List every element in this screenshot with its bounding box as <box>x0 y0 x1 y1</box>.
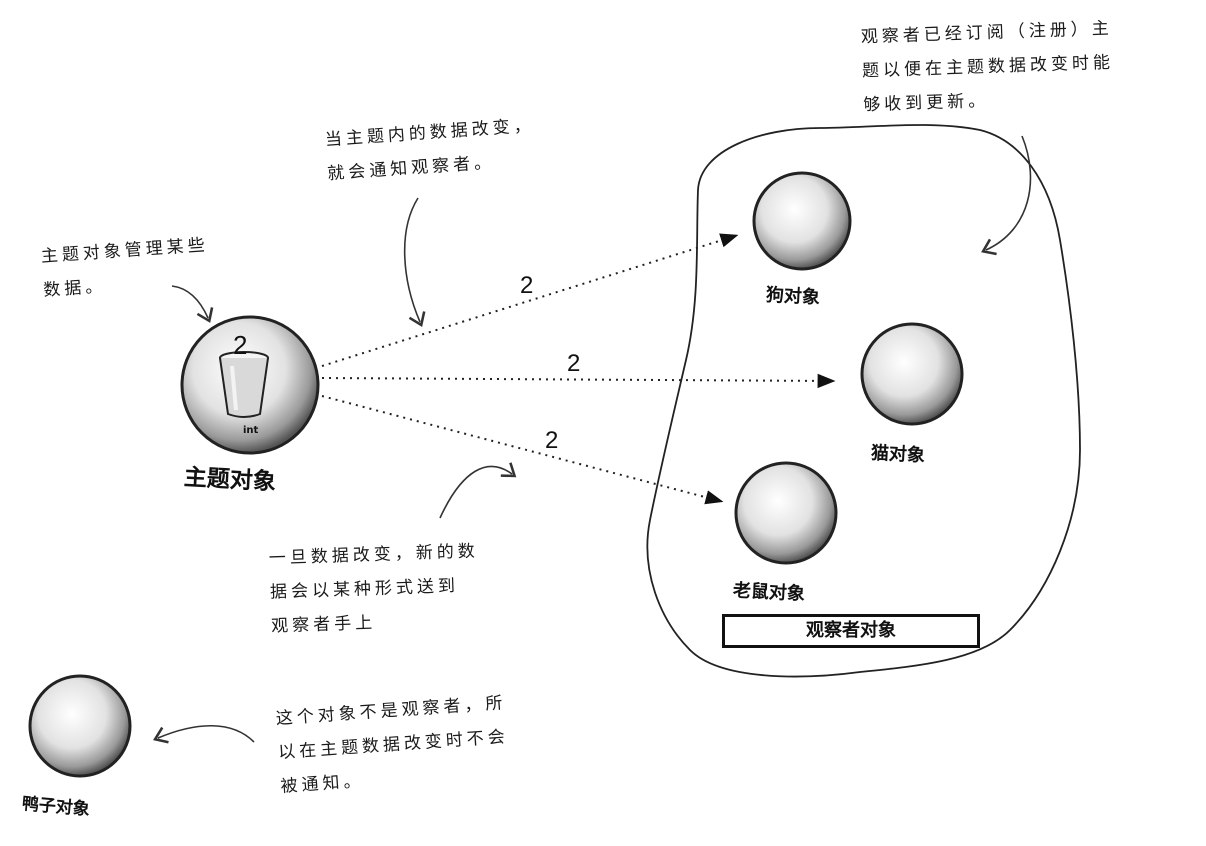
pointer-arrow-notify-note <box>403 197 426 327</box>
pointer-arrow-data-sent-note <box>439 462 517 519</box>
observers-box-label: 观察者对象 <box>722 614 980 648</box>
int-tag: int <box>243 425 259 436</box>
mouse-label: 老鼠对象 <box>732 580 806 605</box>
note-data-sent: 一旦数据改变，新的数 据会以某种形式送到 观察者手上 <box>268 541 480 637</box>
cat-arrow-value: 2 <box>567 350 581 377</box>
pointer-arrow-duck-note <box>153 724 255 744</box>
subject-value: 2 <box>233 330 248 360</box>
data-arrow-to-cat <box>321 373 836 389</box>
pointer-arrow-subject-note <box>171 285 214 323</box>
note-duck-not-observer: 这个对象不是观察者，所 以在主题数据改变时不会 被通知。 <box>275 693 510 797</box>
cat-label: 猫对象 <box>870 442 926 467</box>
dog-label: 狗对象 <box>765 284 821 309</box>
observer-group-boundary <box>646 124 1081 678</box>
note-subject-manages-data: 主题对象管理某些 数据。 <box>40 235 210 301</box>
note-observers-subscribed: 观察者已经订阅（注册）主 题以便在主题数据改变时能 够收到更新。 <box>860 18 1115 116</box>
dog-arrow-value: 2 <box>520 272 534 299</box>
data-arrow-to-mouse <box>321 395 724 505</box>
cat-object-ball <box>860 322 964 426</box>
mouse-arrow-value: 2 <box>545 427 559 454</box>
mouse-object-ball <box>734 461 838 565</box>
pointer-arrow-subscribed-note <box>981 135 1032 256</box>
dog-object-ball <box>752 171 852 271</box>
duck-object-ball <box>28 674 132 778</box>
subject-label: 主题对象 <box>183 464 277 496</box>
int-cup-icon <box>219 351 269 418</box>
data-arrow-to-dog <box>321 233 739 367</box>
